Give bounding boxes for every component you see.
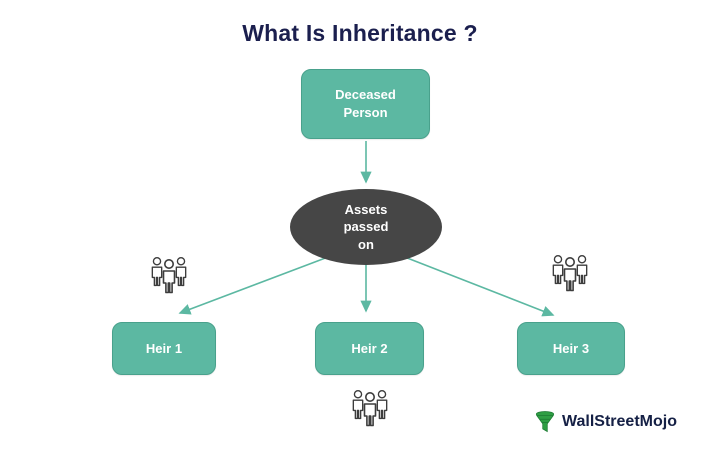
node-heir-2: Heir 2	[315, 322, 424, 375]
node-assets-passed-on-label: Assets passed on	[343, 201, 389, 252]
people-group-icon-heir2	[352, 389, 388, 427]
people-group-icon-heir1	[151, 256, 187, 294]
arrow-assets-to-heir1	[178, 253, 337, 315]
node-heir-1-label: Heir 1	[145, 340, 183, 356]
logo-text: WallStreetMojo	[562, 413, 677, 430]
node-deceased-person-label: Deceased Person	[335, 87, 396, 120]
arrow-assets-to-heir3	[396, 253, 555, 317]
node-heir-3: Heir 3	[517, 322, 625, 375]
node-heir-2-label: Heir 2	[351, 340, 388, 356]
node-deceased-person: Deceased Person	[301, 69, 430, 139]
wallstreetmojo-logo: WallStreetMojo	[534, 410, 677, 434]
page-title: What Is Inheritance ?	[242, 20, 478, 46]
node-heir-1: Heir 1	[112, 322, 216, 375]
people-group-icon-heir3	[552, 254, 588, 292]
node-assets-passed-on: Assets passed on	[290, 189, 442, 265]
funnel-icon	[535, 411, 555, 433]
node-heir-3-label: Heir 3	[552, 340, 590, 356]
